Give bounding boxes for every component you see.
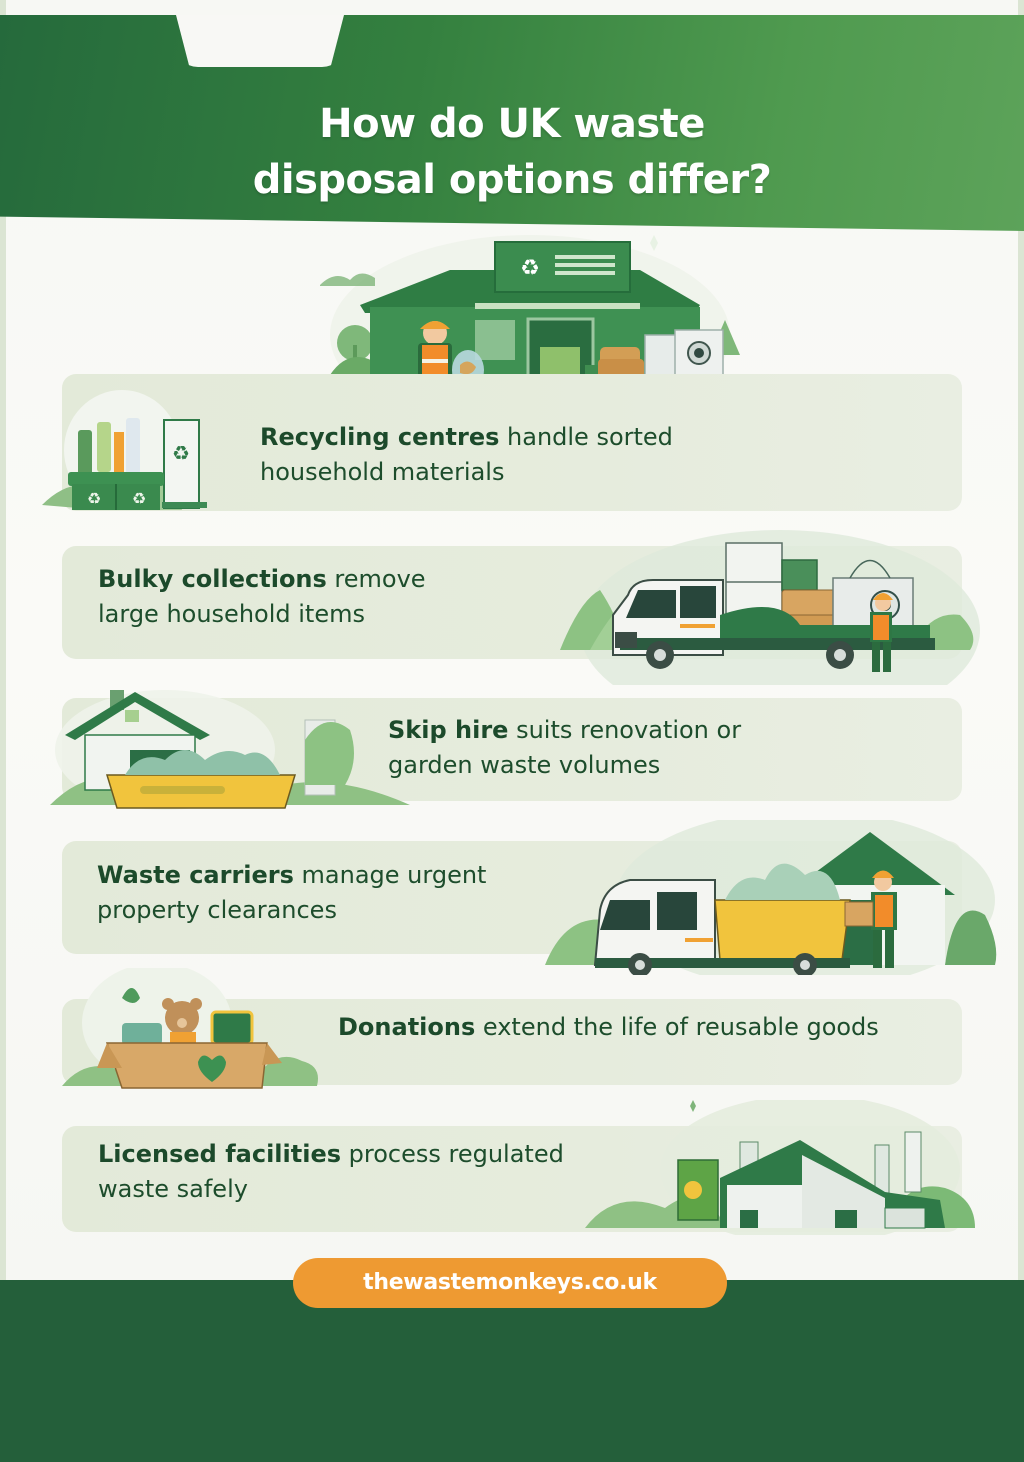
option-description-line2: large household items [98,600,365,628]
footer-band [0,1280,1024,1462]
header-notch [176,15,344,67]
option-highlight: Recycling centres [260,423,500,451]
recycling-centre-illustration: ♻ [300,235,760,390]
option-text-waste-carriers: Waste carriers manage urgent property cl… [97,858,486,928]
svg-text:♻: ♻ [87,489,101,508]
option-highlight: Licensed facilities [98,1140,342,1168]
donation-box-icon [62,968,318,1089]
facility-icon [585,1100,975,1235]
option-text-licensed-facilities: Licensed facilities process regulated wa… [98,1137,564,1207]
option-description: suits renovation or [508,716,742,744]
skip-house-icon [50,690,410,810]
option-description: handle sorted [499,423,673,451]
option-highlight: Bulky collections [98,565,327,593]
option-description-line2: waste safely [98,1175,248,1203]
option-card-recycling-centres [62,374,962,511]
option-description: extend the life of reusable goods [475,1013,879,1041]
option-highlight: Waste carriers [97,861,294,889]
svg-text:♻: ♻ [520,256,540,281]
option-description: remove [326,565,426,593]
option-description: process regulated [341,1140,564,1168]
option-description-line2: garden waste volumes [388,751,661,779]
option-description-line2: property clearances [97,896,337,924]
option-text-bulky-collections: Bulky collections remove large household… [98,562,426,632]
option-highlight: Skip hire [388,716,509,744]
option-description: manage urgent [293,861,487,889]
title-line-2: disposal options differ? [252,157,772,203]
option-text-donations: Donations extend the life of reusable go… [338,1010,879,1045]
flatbed-truck-icon [560,530,980,685]
svg-text:♻: ♻ [132,489,146,508]
svg-text:♻: ♻ [172,441,190,465]
option-description-line2: household materials [260,458,505,486]
recycling-bins-icon: ♻ ♻ ♻ [42,390,207,510]
waste-van-icon [545,820,997,975]
option-text-recycling-centres: Recycling centres handle sorted househol… [260,420,673,490]
option-text-skip-hire: Skip hire suits renovation or garden was… [388,713,741,783]
page-title: How do UK waste disposal options differ? [0,96,1024,208]
header-banner [0,15,1024,231]
title-line-1: How do UK waste [319,101,705,147]
option-highlight: Donations [338,1013,476,1041]
website-link[interactable]: thewastemonkeys.co.uk [293,1258,727,1308]
